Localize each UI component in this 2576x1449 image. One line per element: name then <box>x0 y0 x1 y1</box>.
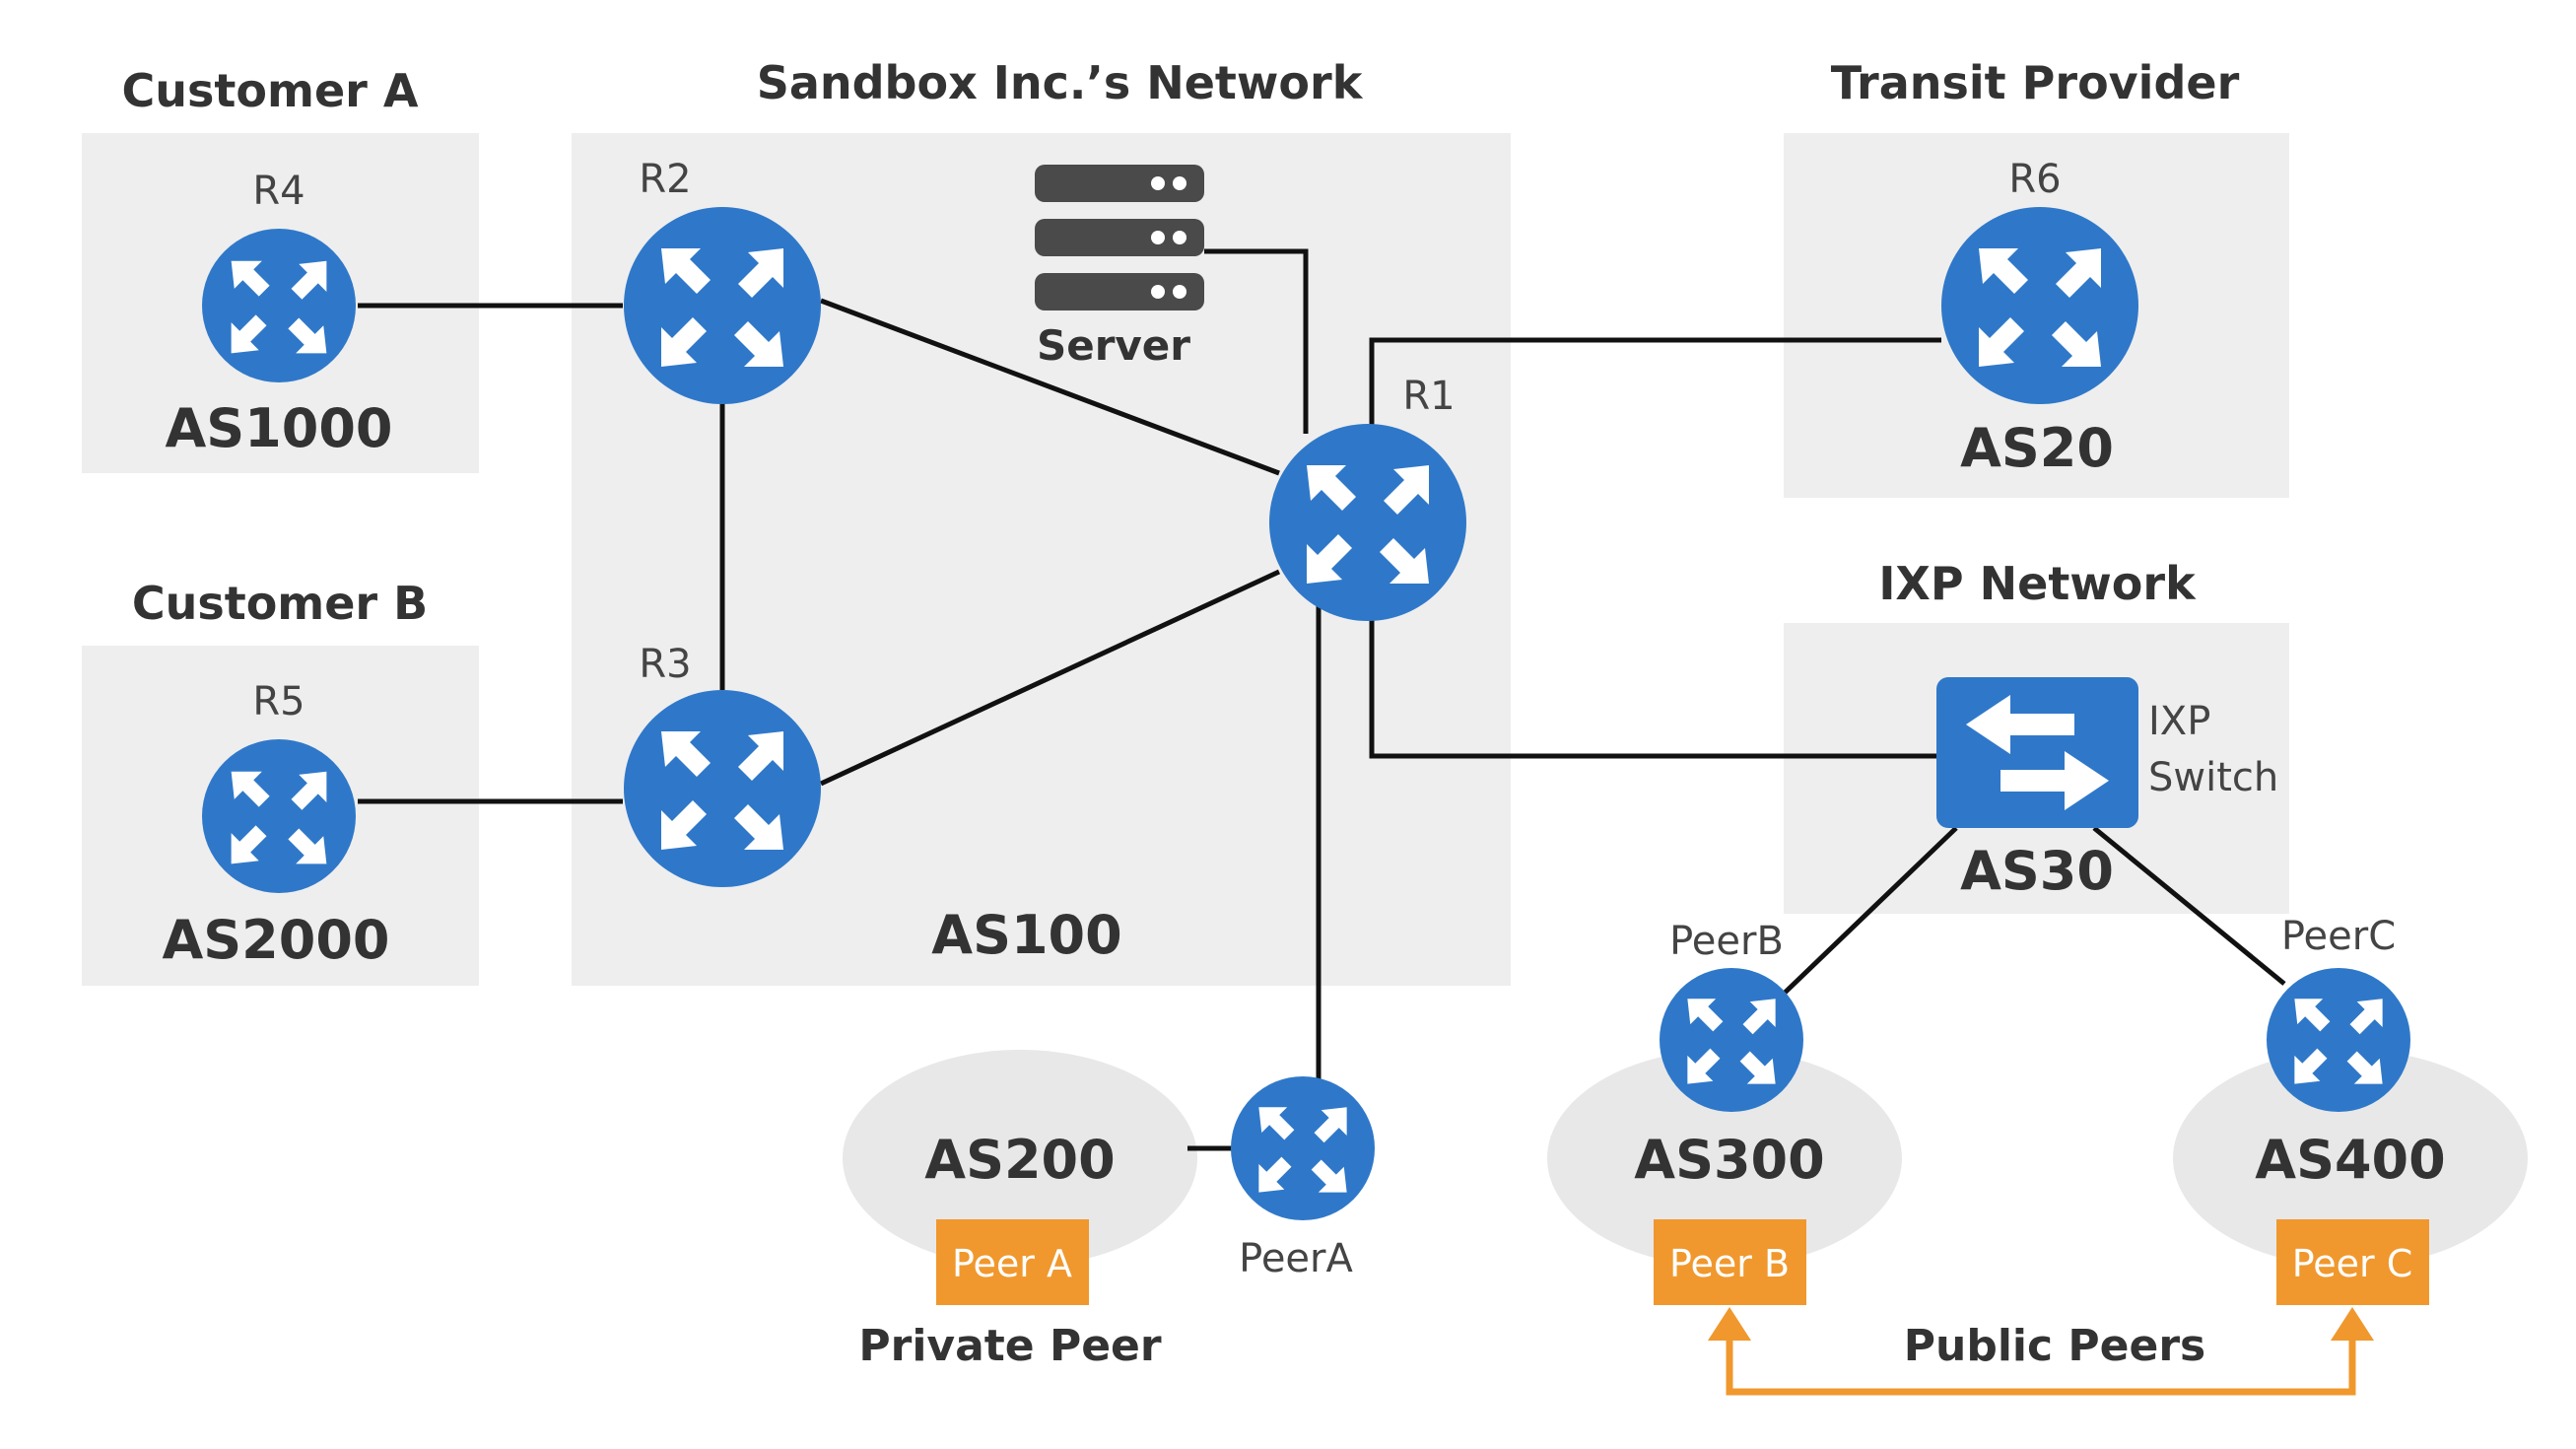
peer-a-tag-text: Peer A <box>952 1242 1072 1285</box>
as20-label: AS20 <box>1960 417 2114 479</box>
router-icon <box>202 229 356 382</box>
router-r6[interactable] <box>1941 207 2138 404</box>
router-r4-label: R4 <box>252 169 305 214</box>
peer-a-tag <box>936 1219 1089 1305</box>
router-peerb-label: PeerB <box>1669 919 1784 964</box>
router-icon <box>202 739 356 893</box>
as200-cloud <box>843 1050 1197 1267</box>
server-label: Server <box>1037 321 1190 370</box>
as2000-label: AS2000 <box>163 909 390 971</box>
customer-a-title: Customer A <box>122 64 419 117</box>
as300-label: AS300 <box>1634 1129 1824 1191</box>
router-r6-label: R6 <box>2008 157 2061 202</box>
peer-b-tag <box>1654 1219 1806 1305</box>
router-icon <box>2267 968 2410 1112</box>
router-icon <box>624 690 821 887</box>
link-r3-r1 <box>819 569 1281 787</box>
router-icon <box>1941 207 2138 404</box>
ixp-switch-label-2: Switch <box>2148 755 2278 800</box>
router-peera-label: PeerA <box>1239 1236 1353 1281</box>
router-icon <box>624 207 821 404</box>
router-r2-label: R2 <box>639 157 691 202</box>
link-r1-r6 <box>1369 337 1941 439</box>
ixp-switch-label-1: IXP <box>2148 699 2210 744</box>
customer-b-title: Customer B <box>132 577 428 630</box>
router-r2[interactable] <box>624 207 821 404</box>
link-r1-ixp <box>1369 606 1941 759</box>
router-icon <box>1660 968 1803 1112</box>
links <box>358 248 2286 1151</box>
router-peerc[interactable] <box>2267 968 2410 1112</box>
as30-label: AS30 <box>1960 840 2114 902</box>
router-peera[interactable] <box>1231 1076 1375 1220</box>
switch-icon[interactable] <box>1936 677 2138 828</box>
router-icon <box>1231 1076 1375 1220</box>
link-server-r1 <box>1204 248 1309 434</box>
router-r5[interactable] <box>202 739 356 893</box>
public-peers-caption: Public Peers <box>1904 1321 2205 1371</box>
as100-label: AS100 <box>931 904 1121 966</box>
transit-title: Transit Provider <box>1831 56 2240 109</box>
sandbox-title: Sandbox Inc.’s Network <box>757 56 1364 109</box>
router-r1[interactable] <box>1269 424 1466 621</box>
as400-label: AS400 <box>2255 1129 2445 1191</box>
router-r3[interactable] <box>624 690 821 887</box>
public-peers-connector <box>1708 1307 2374 1396</box>
peer-b-tag-text: Peer B <box>1669 1242 1790 1285</box>
router-r3-label: R3 <box>639 642 691 687</box>
router-peerc-label: PeerC <box>2281 914 2396 959</box>
as400-cloud <box>2173 1050 2528 1267</box>
link-ixp-peerb <box>1780 826 1958 998</box>
router-r5-label: R5 <box>252 679 305 724</box>
as300-cloud <box>1547 1050 1902 1267</box>
private-peer-caption: Private Peer <box>858 1321 1162 1371</box>
server-icon[interactable] <box>1035 165 1204 310</box>
peer-c-tag <box>2276 1219 2429 1305</box>
as200-label: AS200 <box>924 1129 1115 1191</box>
router-peerb[interactable] <box>1660 968 1803 1112</box>
router-r4[interactable] <box>202 229 356 382</box>
router-r1-label: R1 <box>1402 374 1455 419</box>
link-r2-r1 <box>820 298 1280 476</box>
peer-c-tag-text: Peer C <box>2292 1242 2413 1285</box>
ixp-title: IXP Network <box>1878 557 2197 610</box>
router-icon <box>1269 424 1466 621</box>
link-ixp-peerc <box>2092 826 2286 986</box>
as1000-label: AS1000 <box>166 397 393 459</box>
